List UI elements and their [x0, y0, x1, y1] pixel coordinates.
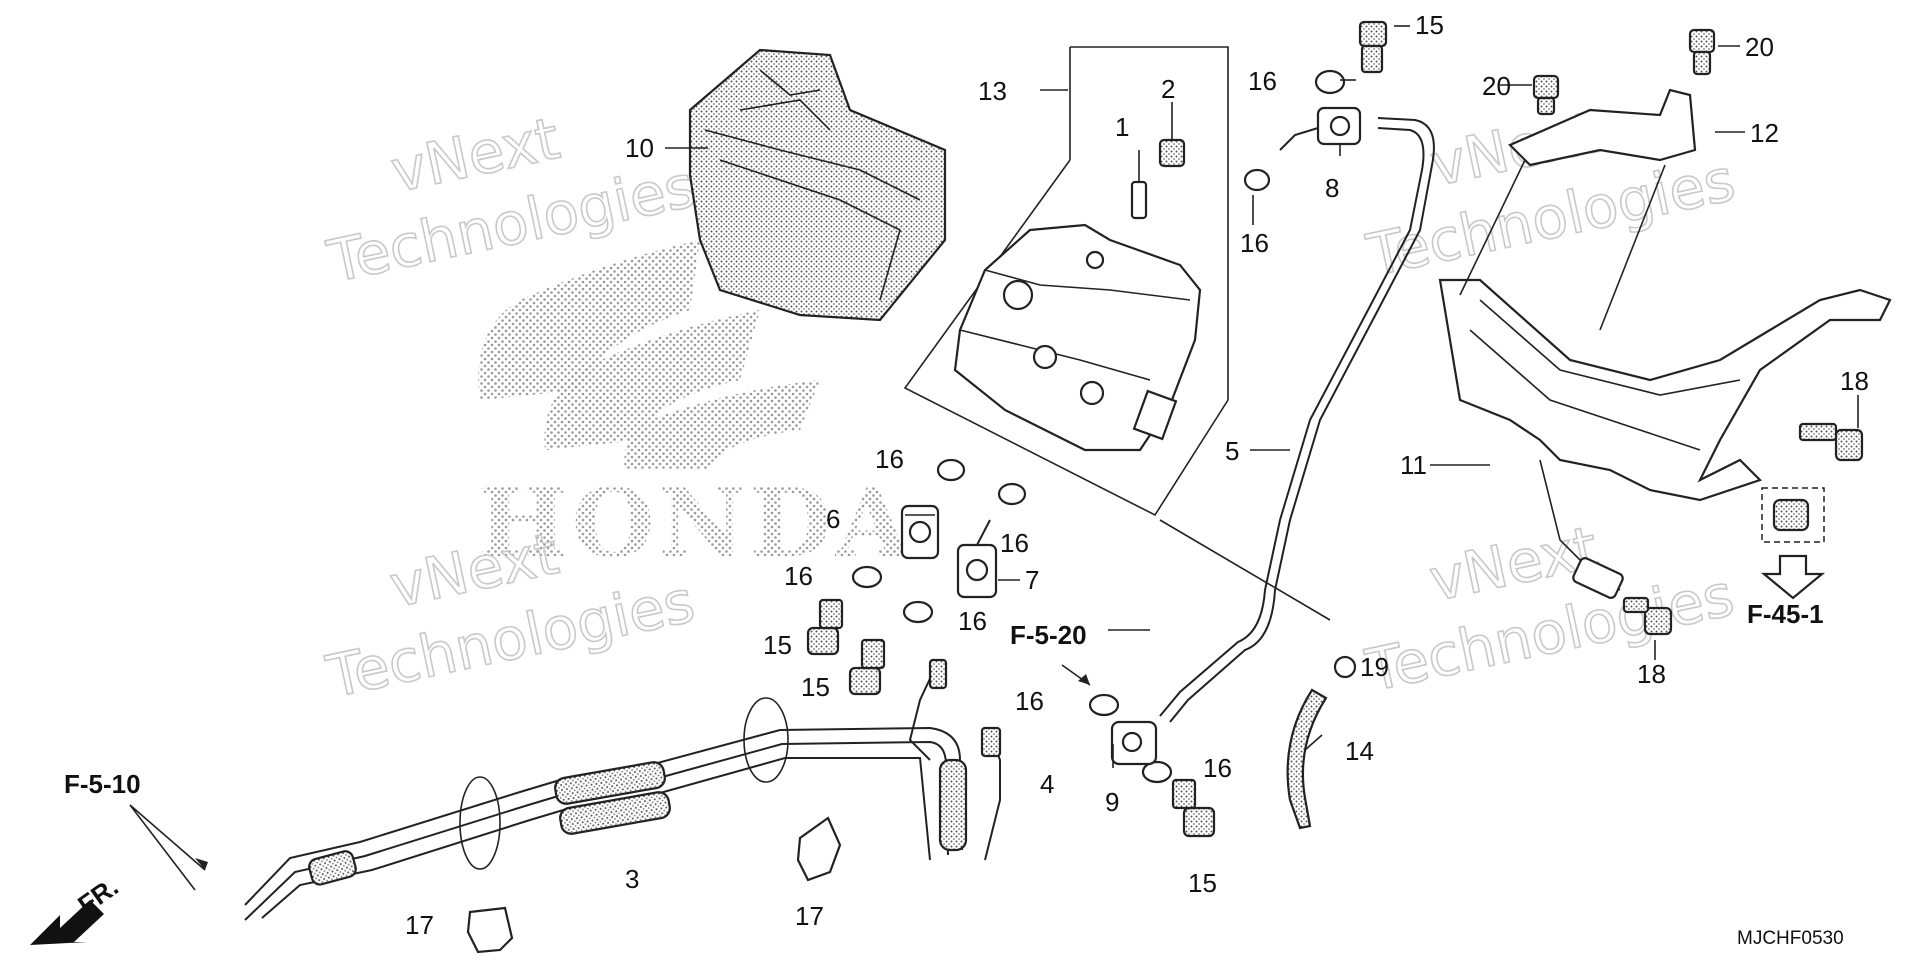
bolt-18-parts [1622, 422, 1864, 636]
callout-8: 8 [1325, 173, 1339, 203]
front-arrow-icon [30, 900, 104, 945]
callout-16h: 16 [1203, 753, 1232, 783]
callout-4: 4 [1040, 769, 1054, 799]
callout-16e: 16 [784, 561, 813, 591]
collar-part [1760, 487, 1826, 600]
callout-11: 11 [1400, 450, 1427, 480]
brake-pipe-4-part [908, 658, 1002, 861]
callout-18a: 18 [1840, 366, 1869, 396]
callout-15b: 15 [763, 630, 792, 660]
stay-12-part [1459, 88, 1697, 331]
abs-cover-part [688, 48, 947, 322]
reference-f-5-20: F-5-20 [1010, 620, 1087, 650]
callout-19: 19 [1360, 652, 1389, 682]
diagram-code: MJCHF0530 [1737, 928, 1844, 949]
brake-pipe-3-part [244, 726, 968, 921]
watermark-4: vNext Technologies [1359, 512, 1740, 706]
callout-16g: 16 [1015, 686, 1044, 716]
callout-15a: 15 [1415, 10, 1444, 40]
callout-12: 12 [1750, 118, 1779, 148]
flare-bolt-parts [806, 20, 1388, 838]
brand-logo-text: HONDA [478, 468, 913, 579]
callout-16a: 16 [1248, 66, 1277, 96]
brake-pipe-5-part [1159, 117, 1435, 723]
reference-f-45-1: F-45-1 [1747, 599, 1824, 629]
abs-modulator-part [953, 223, 1202, 452]
brand-wing-logo [478, 240, 820, 470]
callout-10: 10 [625, 133, 654, 163]
callout-13: 13 [978, 76, 1007, 106]
joint-8-part [1279, 106, 1362, 151]
callout-20b: 20 [1745, 32, 1774, 62]
callout-16d: 16 [1000, 528, 1029, 558]
bracket-11-part [1438, 278, 1892, 599]
callout-7: 7 [1025, 565, 1039, 595]
reference-arrow-lines [129, 664, 1091, 891]
callout-15c: 15 [801, 672, 830, 702]
callout-5: 5 [1225, 436, 1239, 466]
bolt-20-parts [1532, 28, 1716, 116]
callout-2: 2 [1161, 74, 1175, 104]
callout-17a: 17 [405, 910, 434, 940]
callout-16c: 16 [875, 444, 904, 474]
bleeder-cap-part [1158, 102, 1186, 168]
joint-9-part [1110, 720, 1158, 766]
callout-20a: 20 [1482, 71, 1511, 101]
callout-9: 9 [1105, 787, 1119, 817]
callout-17b: 17 [795, 901, 824, 931]
callout-18b: 18 [1637, 659, 1666, 689]
reference-f-5-10: F-5-10 [64, 769, 141, 799]
joint-6-part [900, 504, 940, 560]
callout-leaders [665, 25, 1859, 768]
bleeder-screw-part [1130, 150, 1148, 220]
callout-14: 14 [1345, 736, 1374, 766]
callout-1: 1 [1115, 112, 1129, 142]
joint-7-part [956, 519, 998, 599]
sealing-washer-parts [851, 69, 1346, 784]
callout-15d: 15 [1188, 868, 1217, 898]
callout-16b: 16 [1240, 228, 1269, 258]
clip-19-part [1159, 519, 1357, 679]
callout-3: 3 [625, 864, 639, 894]
callout-6: 6 [826, 504, 840, 534]
callout-16f: 16 [958, 606, 987, 636]
pipe-clamp-parts [459, 697, 842, 954]
hose-14-part [1286, 688, 1328, 830]
